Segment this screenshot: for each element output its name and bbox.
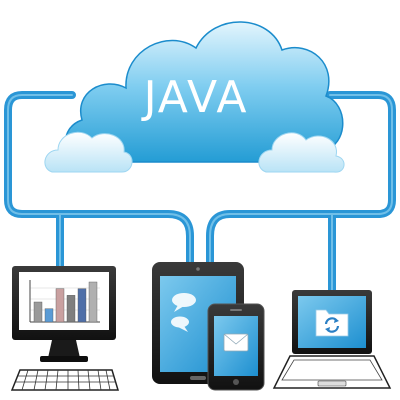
laptop-trackpad xyxy=(317,380,347,387)
smartphone xyxy=(207,303,265,391)
phone-home-button xyxy=(233,379,239,385)
network-lines xyxy=(4,91,396,294)
cloud-label: JAVA xyxy=(141,72,249,123)
envelope-icon xyxy=(223,333,249,352)
cloud-puff-right xyxy=(258,132,345,173)
chart-icon-bar xyxy=(44,308,54,323)
chat-bubbles-icon xyxy=(171,293,196,332)
chart-icon-bar xyxy=(66,295,76,323)
chart-icon-bar xyxy=(88,281,98,323)
sync-folder-icon xyxy=(315,309,349,337)
chart-icon-bar xyxy=(55,288,65,323)
laptop xyxy=(272,290,392,389)
desktop-computer xyxy=(10,266,120,391)
desktop-stand xyxy=(48,340,80,358)
tablet-home-button xyxy=(190,376,206,380)
tablet-camera xyxy=(196,267,200,271)
desktop-base xyxy=(40,356,88,362)
chart-icon-bar xyxy=(33,301,43,323)
bar-chart-icon xyxy=(29,280,100,323)
chart-icon-bar xyxy=(77,288,87,323)
keyboard xyxy=(10,369,120,391)
cloud: JAVA xyxy=(44,21,345,173)
phone-speaker xyxy=(230,309,242,311)
cloud-puff-left xyxy=(44,131,133,173)
